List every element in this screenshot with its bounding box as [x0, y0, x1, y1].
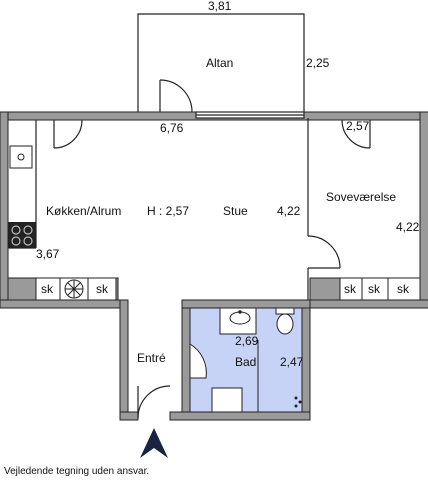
- bathroom-width-label: 2,69: [235, 334, 259, 348]
- entry-door: [137, 385, 171, 419]
- living-width-label: 6,76: [160, 121, 184, 135]
- living-depth-label: 4,22: [277, 204, 301, 218]
- entrance-arrow-icon: [140, 428, 168, 458]
- bedroom-cabinet-label: sk: [397, 282, 410, 296]
- balcony-door-swing: [159, 79, 193, 113]
- bedroom-depth-label: 4,22: [396, 220, 420, 234]
- kitchen-door-swing: [53, 119, 83, 149]
- bedroom-width-label: 2,57: [346, 119, 370, 133]
- bathroom-door-swing: [189, 343, 207, 379]
- fan-icon: [64, 279, 84, 299]
- toilet-icon: [275, 307, 295, 335]
- bedroom-door-swing: [307, 235, 341, 269]
- entry-door-swing: [137, 385, 171, 419]
- wall-entry-right: [181, 299, 191, 419]
- stove-icon: [8, 222, 36, 248]
- bedroom-cabinet-label: sk: [344, 282, 357, 296]
- kitchen-cabinet-label: sk: [96, 282, 109, 296]
- balcony: [137, 13, 305, 119]
- ceiling-height-label: H : 2,57: [147, 204, 189, 218]
- bathroom-depth-label: 2,47: [280, 355, 304, 369]
- kitchen-cabinet-label: sk: [41, 282, 54, 296]
- shower-icon: [294, 396, 302, 408]
- bathroom-top-wall: [181, 299, 311, 309]
- wall-entry-bottom-left: [119, 411, 139, 421]
- balcony-outline: [137, 13, 305, 112]
- interior-walls: [8, 118, 371, 300]
- kitchen-depth-label: 3,67: [36, 247, 60, 261]
- wall-entry-left: [119, 299, 129, 419]
- bathroom: [181, 299, 311, 413]
- wall-left: [0, 111, 9, 309]
- bedroom-cabinet-label: sk: [368, 282, 381, 296]
- bathroom-label: Bad: [235, 355, 256, 369]
- bath-cabinet: [211, 387, 243, 413]
- wall-entry-bottom-right: [169, 411, 311, 421]
- altan-depth-label: 2,25: [306, 56, 330, 70]
- wall-right: [419, 111, 428, 309]
- living-label: Stue: [223, 204, 248, 218]
- wall-bottom-left: [0, 299, 121, 309]
- cabinet-box: [87, 277, 117, 301]
- bedroom-label: Soveværelse: [326, 190, 396, 204]
- cabinet-box: [387, 277, 421, 301]
- wall-bottom-right: [307, 299, 428, 309]
- disclaimer-text: Vejledende tegning uden ansvar.: [4, 466, 150, 477]
- altan-width-label: 3,81: [208, 0, 232, 13]
- sink-icon: [9, 145, 33, 169]
- entry-label: Entré: [137, 351, 166, 365]
- bedroom-cabinets: [339, 277, 421, 301]
- bedroom-door2-swing: [341, 119, 371, 149]
- altan-label: Altan: [206, 56, 233, 70]
- kitchen-label: Køkken/Alrum: [46, 204, 121, 218]
- washbasin-icon: [229, 310, 251, 325]
